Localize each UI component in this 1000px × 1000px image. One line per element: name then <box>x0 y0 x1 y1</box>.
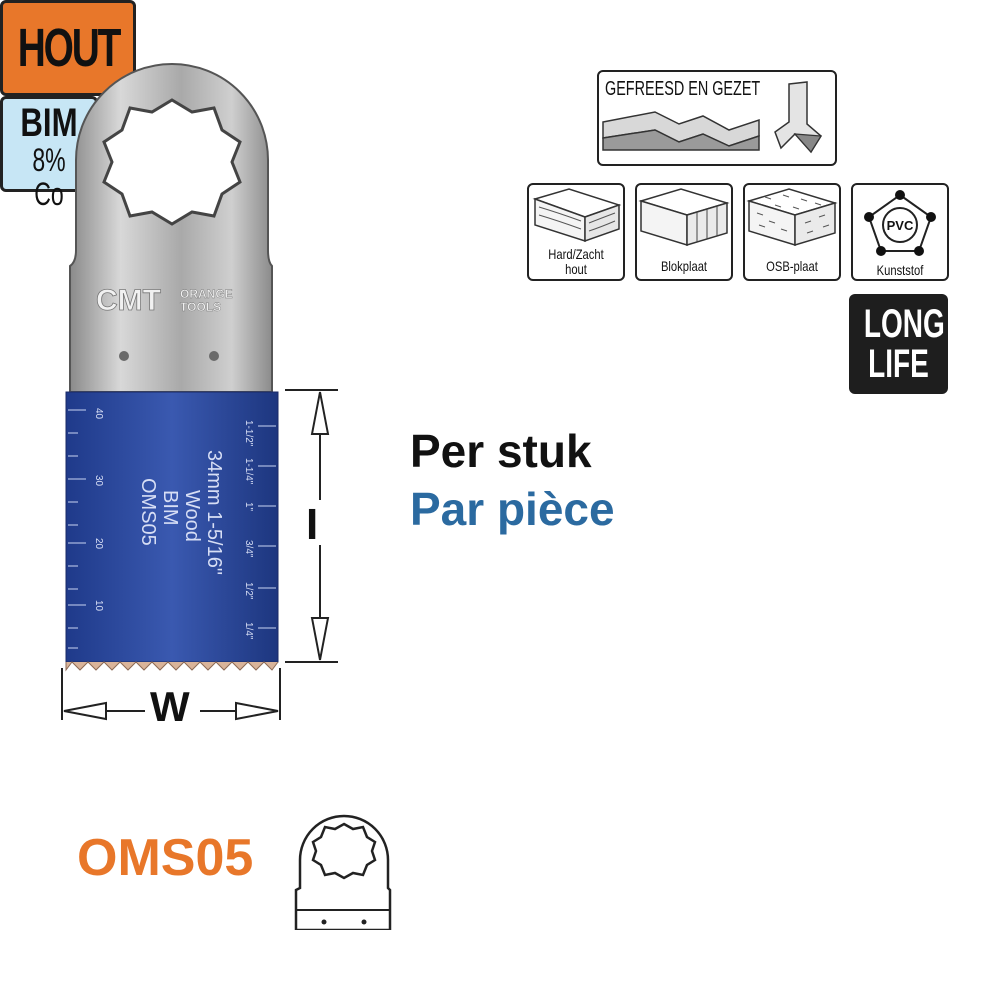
pvc-icon: PVC <box>864 190 936 256</box>
mm-tick-40: 40 <box>93 408 104 420</box>
pvc-label: PVC <box>887 218 914 233</box>
cobalt-label: 8% Co <box>32 142 66 212</box>
width-label: W <box>150 683 190 730</box>
gefreesd-badge: GEFREESD EN GEZET <box>597 70 837 166</box>
material-hardwood: Hard/Zacht hout <box>527 183 625 281</box>
material-hardwood-line1: Hard/Zacht <box>548 246 604 262</box>
height-dimension <box>285 389 338 663</box>
material-blokplaat: Blokplaat <box>635 183 733 281</box>
blade-brand-sub2: TOOLS <box>180 300 221 314</box>
blade-text-bim: BIM <box>159 490 181 526</box>
hout-label: HOUT <box>17 18 121 78</box>
material-kunststof-label: Kunststof <box>876 262 924 278</box>
life-label: LIFE <box>868 342 929 386</box>
teeth-set-icon <box>602 81 823 154</box>
inch-tick-1: 1" <box>243 502 254 512</box>
material-blokplaat-label: Blokplaat <box>660 258 708 274</box>
mm-ruler <box>68 409 86 649</box>
product-code: OMS05 <box>77 829 254 887</box>
osb-icon <box>746 188 838 247</box>
material-hardwood-line2: hout <box>565 261 587 277</box>
mm-tick-30: 30 <box>93 475 104 487</box>
long-life-badge: LONG LIFE <box>849 294 948 394</box>
blade-brand: CMT <box>96 284 161 317</box>
blade-text-size: 34mm 1-5/16" <box>203 450 225 575</box>
blade-outline-icon <box>294 814 392 930</box>
width-dimension <box>61 668 281 721</box>
hout-badge: HOUT <box>0 0 136 96</box>
blade-brand-sub1: ORANGE <box>180 287 233 301</box>
blade-text-model: OMS05 <box>137 478 159 546</box>
rivet <box>209 351 219 361</box>
material-osb: OSB-plaat <box>743 183 841 281</box>
wood-grain-icon <box>532 188 622 243</box>
material-osb-label: OSB-plaat <box>766 258 818 274</box>
mm-tick-10: 10 <box>93 600 104 612</box>
blade-text-wood: Wood <box>181 490 203 542</box>
inch-tick-1-1-4: 1-1/4" <box>243 458 254 485</box>
blade-teeth <box>65 661 279 672</box>
inch-tick-1-2: 1/2" <box>243 582 254 600</box>
inch-ruler <box>258 425 276 629</box>
price-unit-fr: Par pièce <box>410 483 615 535</box>
price-unit-nl: Per stuk <box>410 425 592 477</box>
gefreesd-label: GEFREESD EN GEZET <box>605 78 761 100</box>
blade-blue-body <box>65 391 279 663</box>
long-label: LONG <box>863 302 945 346</box>
inch-tick-1-1-2: 1-1/2" <box>243 420 254 447</box>
mm-tick-20: 20 <box>93 538 104 550</box>
rivet <box>119 351 129 361</box>
material-kunststof: PVC Kunststof <box>851 183 949 281</box>
height-label: I <box>306 500 319 549</box>
saw-blade-illustration: CMT ORANGE TOOLS OMS05 BIM Wood 34mm 1-5… <box>61 63 338 721</box>
starlock-hole <box>102 98 242 226</box>
bim-badge: BIM 8% Co <box>0 96 98 211</box>
bim-label: BIM <box>20 101 78 145</box>
inch-tick-1-4: 1/4" <box>243 622 254 640</box>
inch-tick-3-4: 3/4" <box>243 540 254 558</box>
blockboard-icon <box>638 188 730 247</box>
